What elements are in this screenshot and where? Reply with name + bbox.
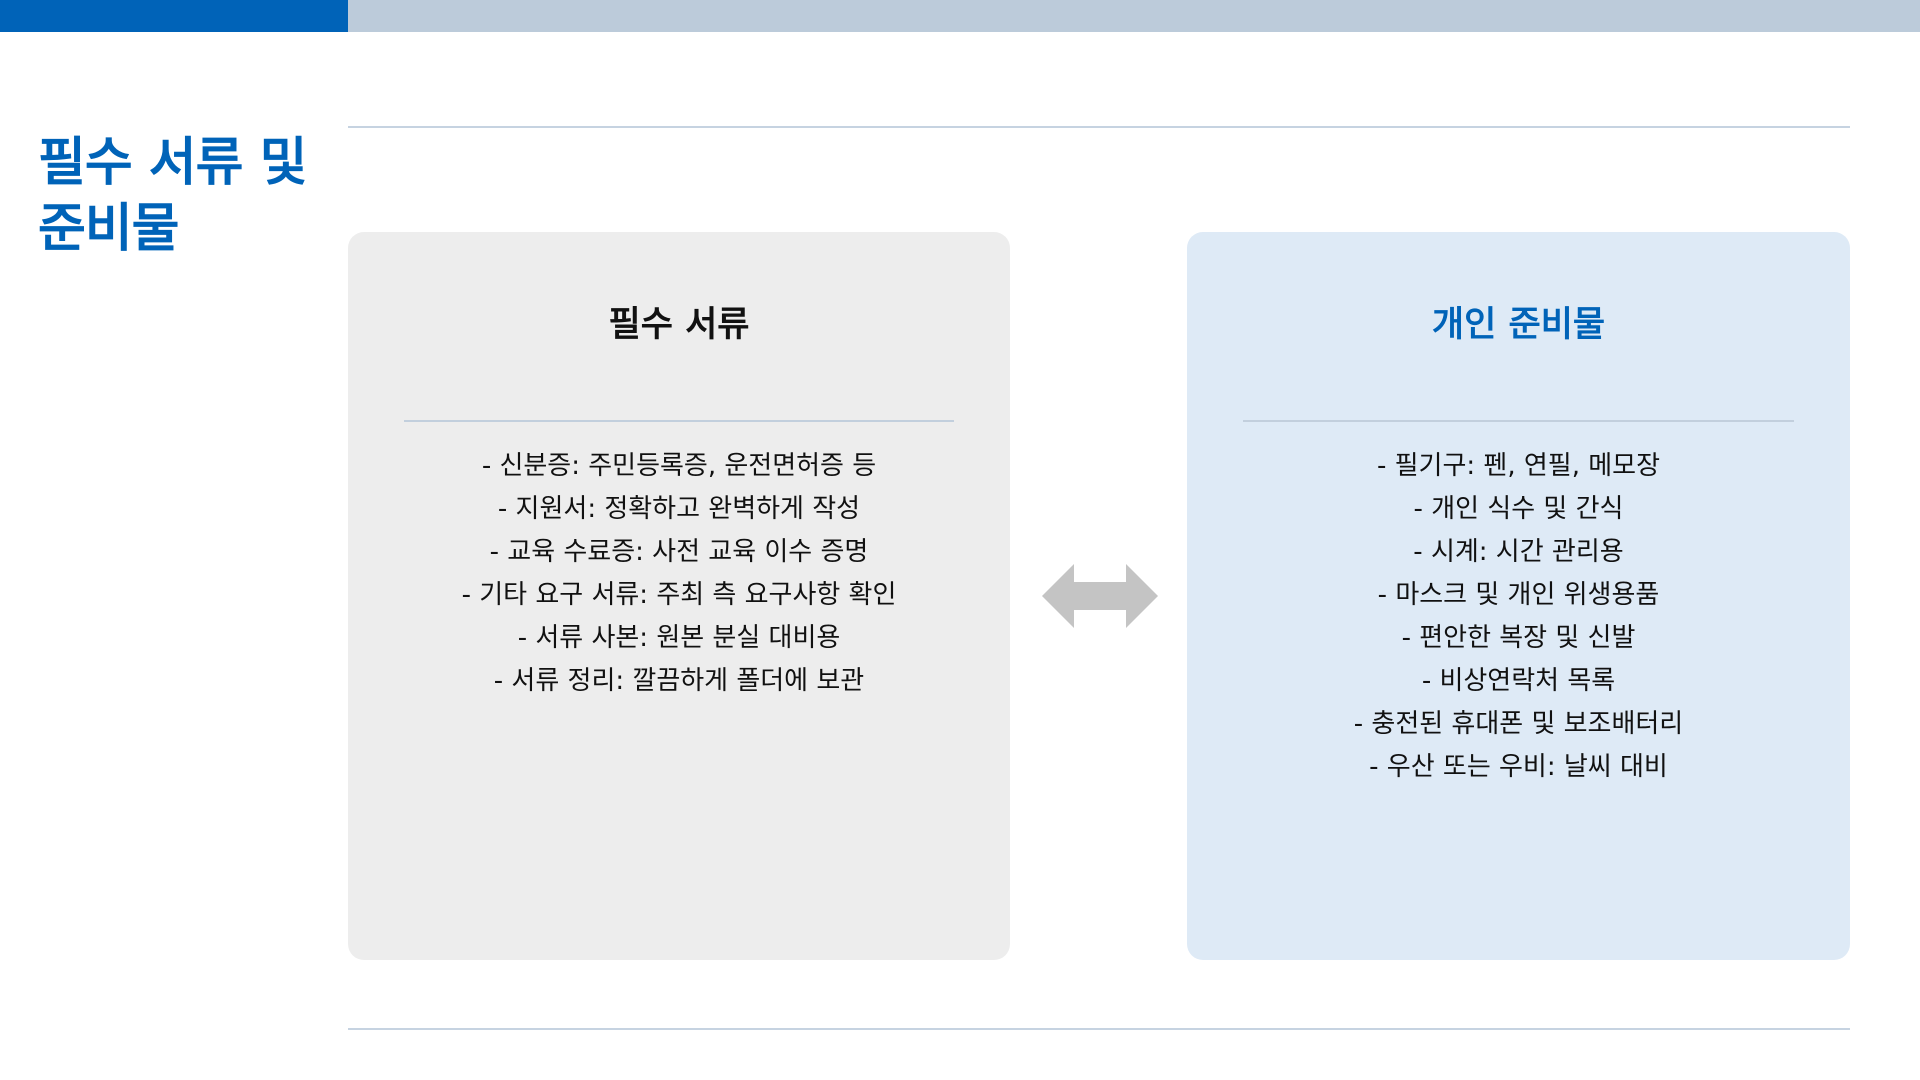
list-item: - 개인 식수 및 간식 <box>1413 494 1624 524</box>
list-item: - 서류 정리: 깔끔하게 폴더에 보관 <box>493 666 865 696</box>
required-documents-card: 필수 서류 - 신분증: 주민등록증, 운전면허증 등 - 지원서: 정확하고 … <box>348 232 1010 960</box>
top-divider <box>348 126 1850 128</box>
list-item: - 충전된 휴대폰 및 보조배터리 <box>1353 709 1684 739</box>
list-item: - 비상연락처 목록 <box>1421 666 1616 696</box>
card-divider <box>404 420 954 422</box>
list-item: - 필기구: 펜, 연필, 메모장 <box>1376 451 1660 481</box>
list-item: - 편안한 복장 및 신발 <box>1401 623 1636 653</box>
personal-items-card: 개인 준비물 - 필기구: 펜, 연필, 메모장 - 개인 식수 및 간식 - … <box>1187 232 1850 960</box>
bottom-divider <box>348 1028 1850 1030</box>
card-title: 개인 준비물 <box>1431 305 1606 345</box>
page-title: 필수 서류 및 준비물 <box>38 130 338 262</box>
card-title: 필수 서류 <box>608 305 750 345</box>
double-arrow-icon <box>1042 564 1158 628</box>
header-bar <box>348 0 1920 32</box>
list-item: - 마스크 및 개인 위생용품 <box>1377 580 1660 610</box>
header-accent-bar <box>0 0 348 32</box>
list-item: - 우산 또는 우비: 날씨 대비 <box>1369 752 1668 782</box>
list-item: - 기타 요구 서류: 주최 측 요구사항 확인 <box>461 580 897 610</box>
personal-items-list: - 필기구: 펜, 연필, 메모장 - 개인 식수 및 간식 - 시계: 시간 … <box>1187 445 1850 789</box>
list-item: - 시계: 시간 관리용 <box>1413 537 1624 567</box>
page-title-line2: 준비물 <box>38 199 180 259</box>
list-item: - 서류 사본: 원본 분실 대비용 <box>517 623 841 653</box>
list-item: - 지원서: 정확하고 완벽하게 작성 <box>497 494 861 524</box>
card-divider <box>1243 420 1794 422</box>
page-title-line1: 필수 서류 및 <box>38 133 307 193</box>
list-item: - 신분증: 주민등록증, 운전면허증 등 <box>481 451 877 481</box>
list-item: - 교육 수료증: 사전 교육 이수 증명 <box>489 537 869 567</box>
required-documents-list: - 신분증: 주민등록증, 운전면허증 등 - 지원서: 정확하고 완벽하게 작… <box>348 445 1010 703</box>
